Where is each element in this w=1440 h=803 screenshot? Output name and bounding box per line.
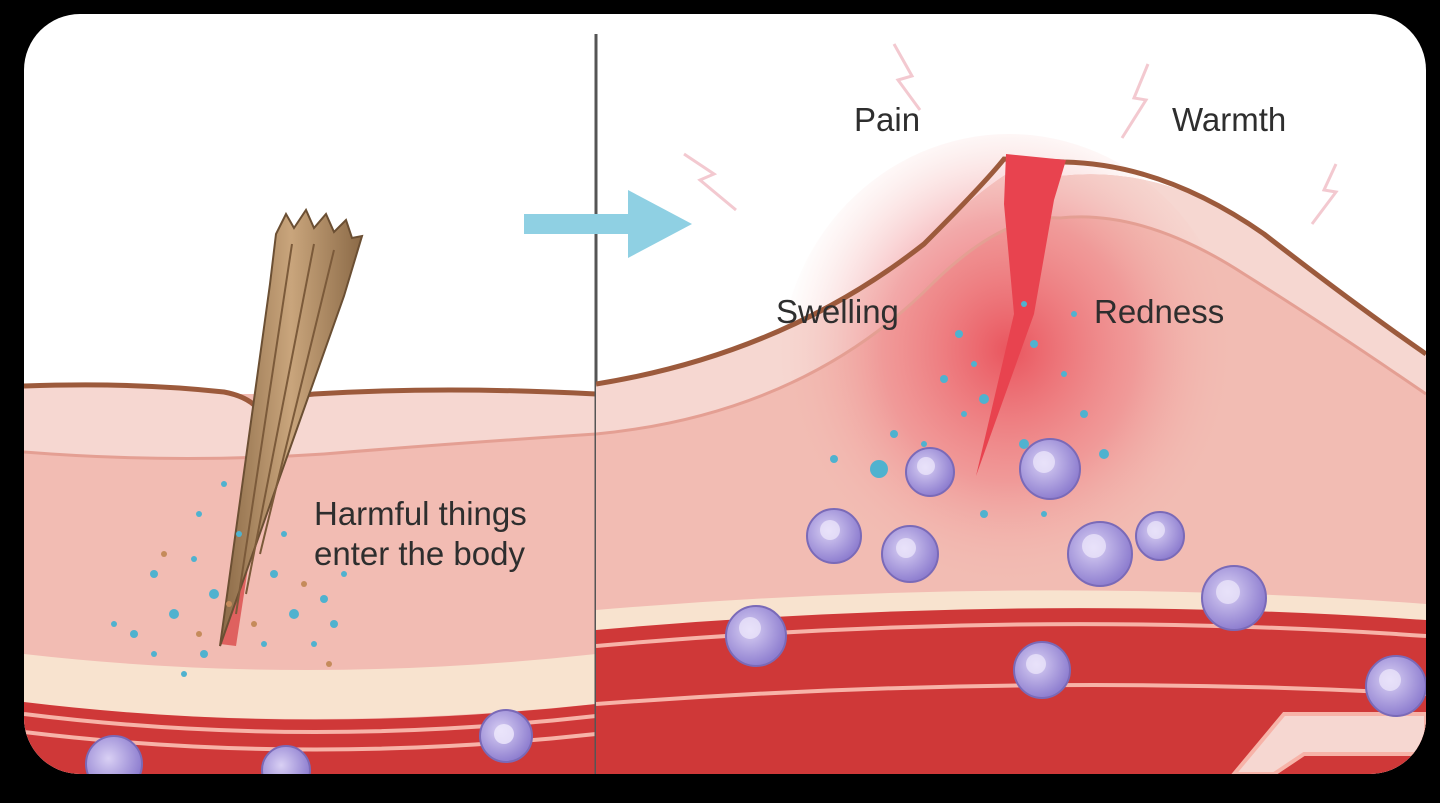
arrow-right-icon bbox=[524, 190, 692, 258]
lightning-icon bbox=[683, 43, 1339, 225]
label-harmful-line2: enter the body bbox=[314, 534, 525, 572]
white-blood-cell-icon bbox=[85, 709, 533, 774]
label-pain: Pain bbox=[854, 101, 921, 138]
diagram-panel: Harmful things enter the body Pain Warmt… bbox=[24, 14, 1426, 774]
left-panel bbox=[24, 207, 596, 774]
right-skin-outline bbox=[596, 156, 1426, 387]
label-redness: Redness bbox=[1094, 293, 1225, 330]
harmful-particles-right bbox=[830, 301, 1109, 518]
wound bbox=[976, 154, 1066, 476]
right-blood-vessel bbox=[596, 608, 1426, 774]
white-blood-cells bbox=[725, 438, 1426, 717]
inflammation-illustration bbox=[24, 34, 1426, 774]
right-panel bbox=[596, 43, 1426, 774]
splinter-icon bbox=[219, 207, 364, 647]
label-harmful-line1: Harmful things bbox=[314, 495, 527, 532]
left-epidermis bbox=[24, 384, 596, 459]
left-blood-vessel bbox=[24, 702, 596, 774]
label-swelling: Swelling bbox=[776, 293, 899, 330]
label-warmth: Warmth bbox=[1172, 101, 1287, 138]
label-harmful-things: Harmful things enter the body bbox=[314, 494, 527, 573]
harmful-particles bbox=[111, 481, 347, 677]
